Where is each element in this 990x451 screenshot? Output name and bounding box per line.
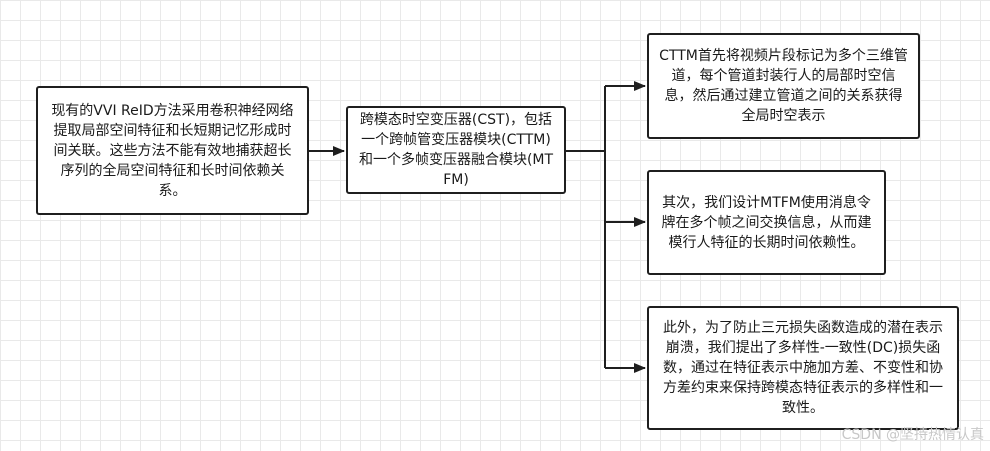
mtfm-box: 其次，我们设计MTFM使用消息令牌在多个帧之间交换信息，从而建模行人特征的长期时… xyxy=(647,170,886,275)
cttm-text: CTTM首先将视频片段标记为多个三维管道，每个管道封装行人的局部时空信息，然后通… xyxy=(659,48,908,124)
dc-loss-text: 此外，为了防止三元损失函数造成的潜在表示崩溃，我们提出了多样性-一致性(DC)损… xyxy=(663,320,943,416)
problem-statement-box: 现有的VVI ReID方法采用卷积神经网络提取局部空间特征和长短期记忆形成时间关… xyxy=(36,86,309,215)
cst-text: 跨模态时空变压器(CST)，包括一个跨帧管变压器模块(CTTM)和一个多帧变压器… xyxy=(358,112,554,188)
problem-statement-text: 现有的VVI ReID方法采用卷积神经网络提取局部空间特征和长短期记忆形成时间关… xyxy=(51,102,294,199)
watermark: CSDN @坚持热情认真 xyxy=(841,427,984,443)
cttm-box: CTTM首先将视频片段标记为多个三维管道，每个管道封装行人的局部时空信息，然后通… xyxy=(647,33,920,139)
cst-box: 跨模态时空变压器(CST)，包括一个跨帧管变压器模块(CTTM)和一个多帧变压器… xyxy=(346,106,566,194)
dc-loss-box: 此外，为了防止三元损失函数造成的潜在表示崩溃，我们提出了多样性-一致性(DC)损… xyxy=(647,306,959,430)
mtfm-text: 其次，我们设计MTFM使用消息令牌在多个帧之间交换信息，从而建模行人特征的长期时… xyxy=(661,194,872,251)
